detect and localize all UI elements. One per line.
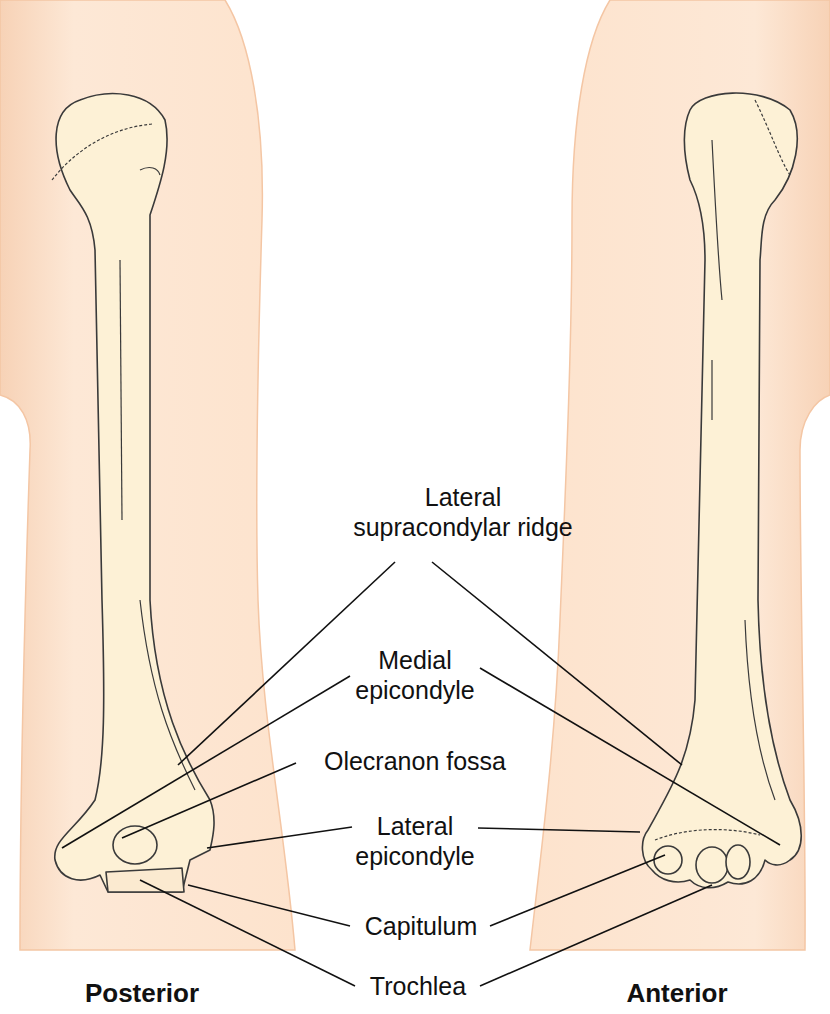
arm-silhouette	[530, 0, 830, 950]
part-label: Lateral epicondyle	[345, 811, 485, 871]
part-label: Lateral supracondylar ridge	[349, 482, 577, 542]
leader-line	[62, 562, 780, 986]
part-label: Medial epicondyle	[345, 645, 485, 705]
part-label: Capitulum	[365, 911, 478, 941]
view-label: Anterior	[626, 978, 727, 1008]
arm-silhouette	[0, 0, 295, 950]
part-label: Olecranon fossa	[324, 746, 506, 776]
part-label: Trochlea	[370, 971, 466, 1001]
humerus-anterior	[642, 93, 801, 888]
view-label: Posterior	[85, 978, 199, 1008]
